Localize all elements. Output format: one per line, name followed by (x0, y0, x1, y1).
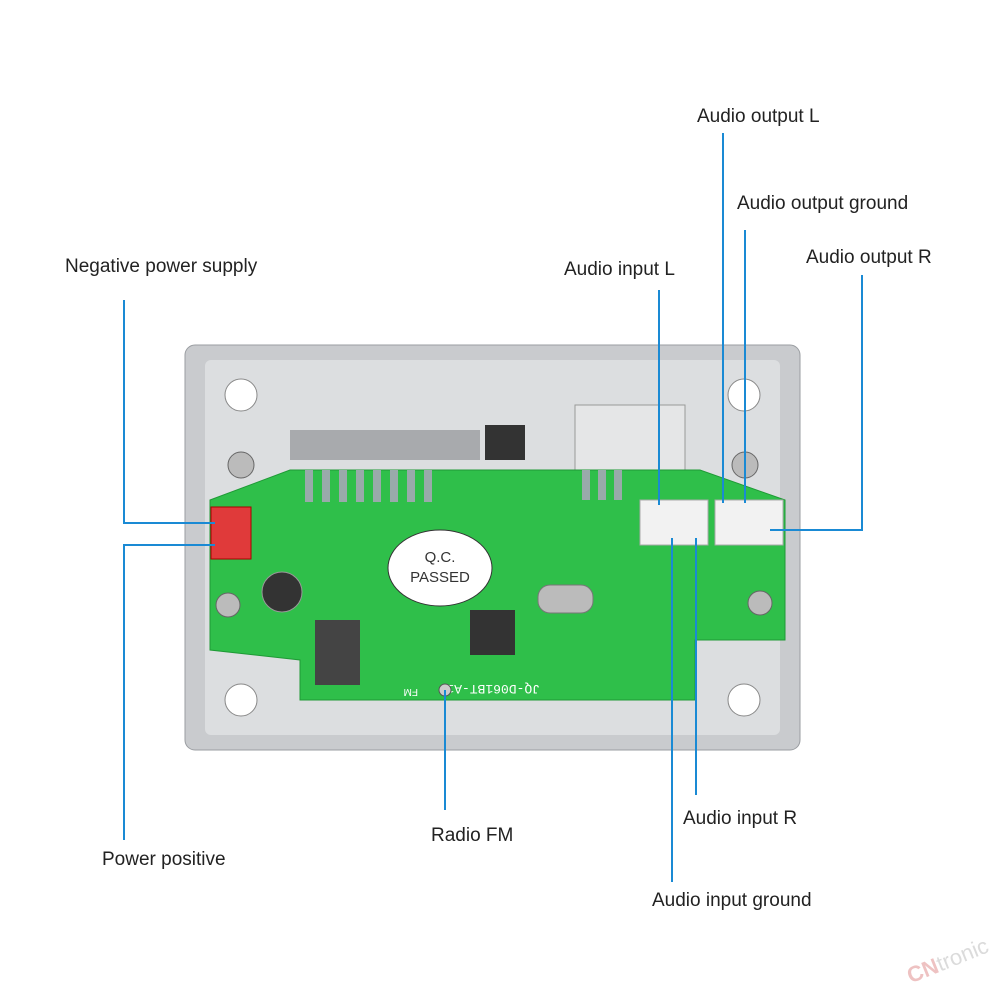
screw (227, 451, 255, 479)
mount-hole (224, 683, 258, 717)
qc-sticker (387, 529, 493, 607)
usb-port (574, 404, 686, 471)
screw (747, 590, 773, 616)
label-audio-input-r: Audio input R (683, 808, 798, 829)
qc-text-2: PASSED (410, 569, 470, 586)
capacitor (261, 571, 303, 613)
chip (470, 610, 515, 655)
label-negative-power-supply: Negative power supply (65, 256, 258, 277)
header-pins (305, 470, 622, 502)
label-audio-input-ground: Audio input ground (652, 890, 812, 911)
label-audio-output-r: Audio output R (806, 247, 932, 268)
label-audio-output-l: Audio output L (697, 106, 820, 127)
power-connector (210, 506, 252, 560)
audio-output-connector (714, 499, 784, 546)
qc-text-1: Q.C. (425, 549, 456, 566)
label-power-positive: Power positive (102, 849, 226, 870)
mount-hole (727, 683, 761, 717)
label-radio-fm: Radio FM (431, 825, 514, 846)
regulator (315, 620, 360, 685)
model-text: JQ-D061BT-A1 (446, 681, 540, 696)
line-audio-output-r (770, 275, 863, 531)
line-power-positive (123, 544, 215, 840)
fm-mark: FM (404, 686, 418, 697)
mount-hole (224, 378, 258, 412)
callout-lines (123, 133, 863, 882)
label-audio-output-ground: Audio output ground (737, 193, 909, 214)
label-audio-input-l: Audio input L (564, 259, 675, 280)
line-negative-power (123, 300, 215, 524)
crystal (537, 584, 594, 614)
screw (215, 592, 241, 618)
audio-input-connector (639, 499, 709, 546)
